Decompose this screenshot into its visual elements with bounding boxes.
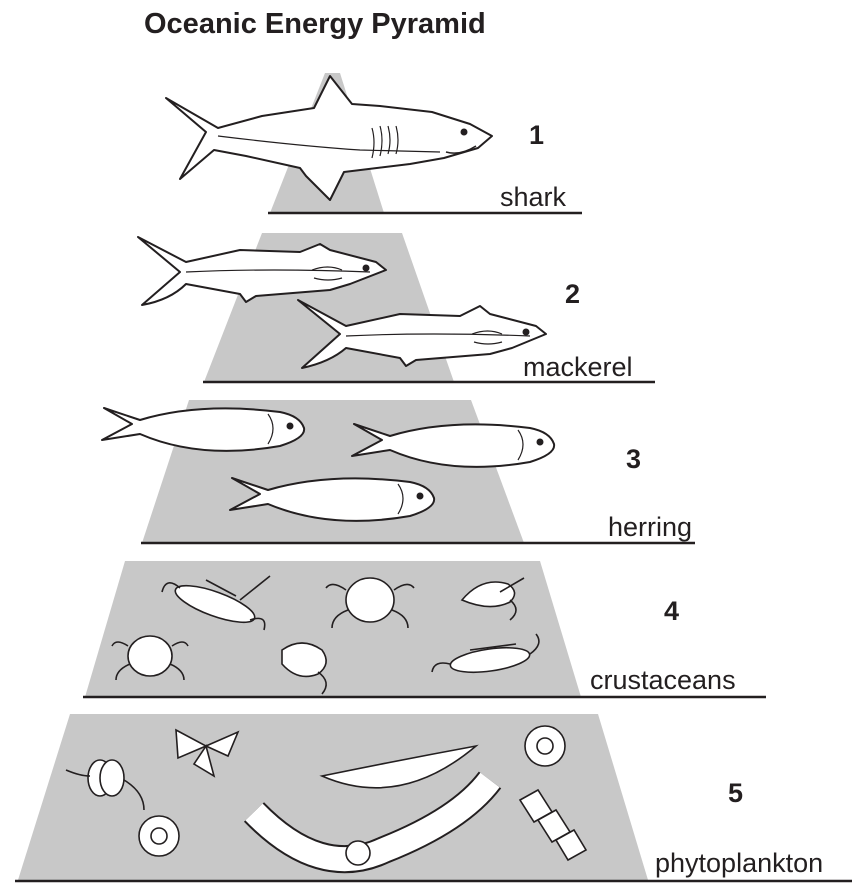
phytoplankton-icon bbox=[525, 726, 565, 766]
level-4-number: 4 bbox=[664, 596, 679, 627]
level-5-number: 5 bbox=[728, 778, 743, 809]
level-1-name: shark bbox=[500, 182, 566, 213]
level-5-name: phytoplankton bbox=[655, 848, 823, 879]
level-4-name: crustaceans bbox=[590, 665, 736, 696]
level-2-number: 2 bbox=[565, 279, 580, 310]
tier-4-shape bbox=[85, 561, 581, 697]
level-1-number: 1 bbox=[529, 120, 544, 151]
phytoplankton-icon bbox=[139, 816, 179, 856]
level-2-name: mackerel bbox=[523, 352, 633, 383]
herring-icon bbox=[102, 408, 304, 451]
level-3-number: 3 bbox=[626, 444, 641, 475]
shark-icon bbox=[166, 76, 492, 200]
level-3-name: herring bbox=[608, 512, 692, 543]
